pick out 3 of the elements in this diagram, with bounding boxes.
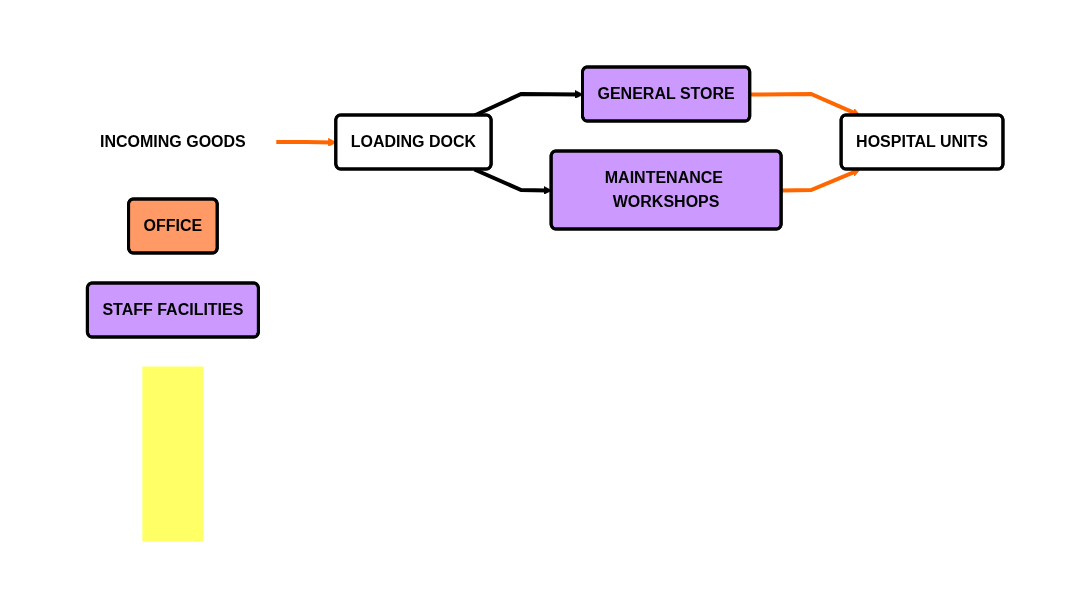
- arrow: [781, 168, 861, 192]
- node-bar: [142, 366, 204, 541]
- node-text: INCOMING GOODS: [100, 132, 246, 150]
